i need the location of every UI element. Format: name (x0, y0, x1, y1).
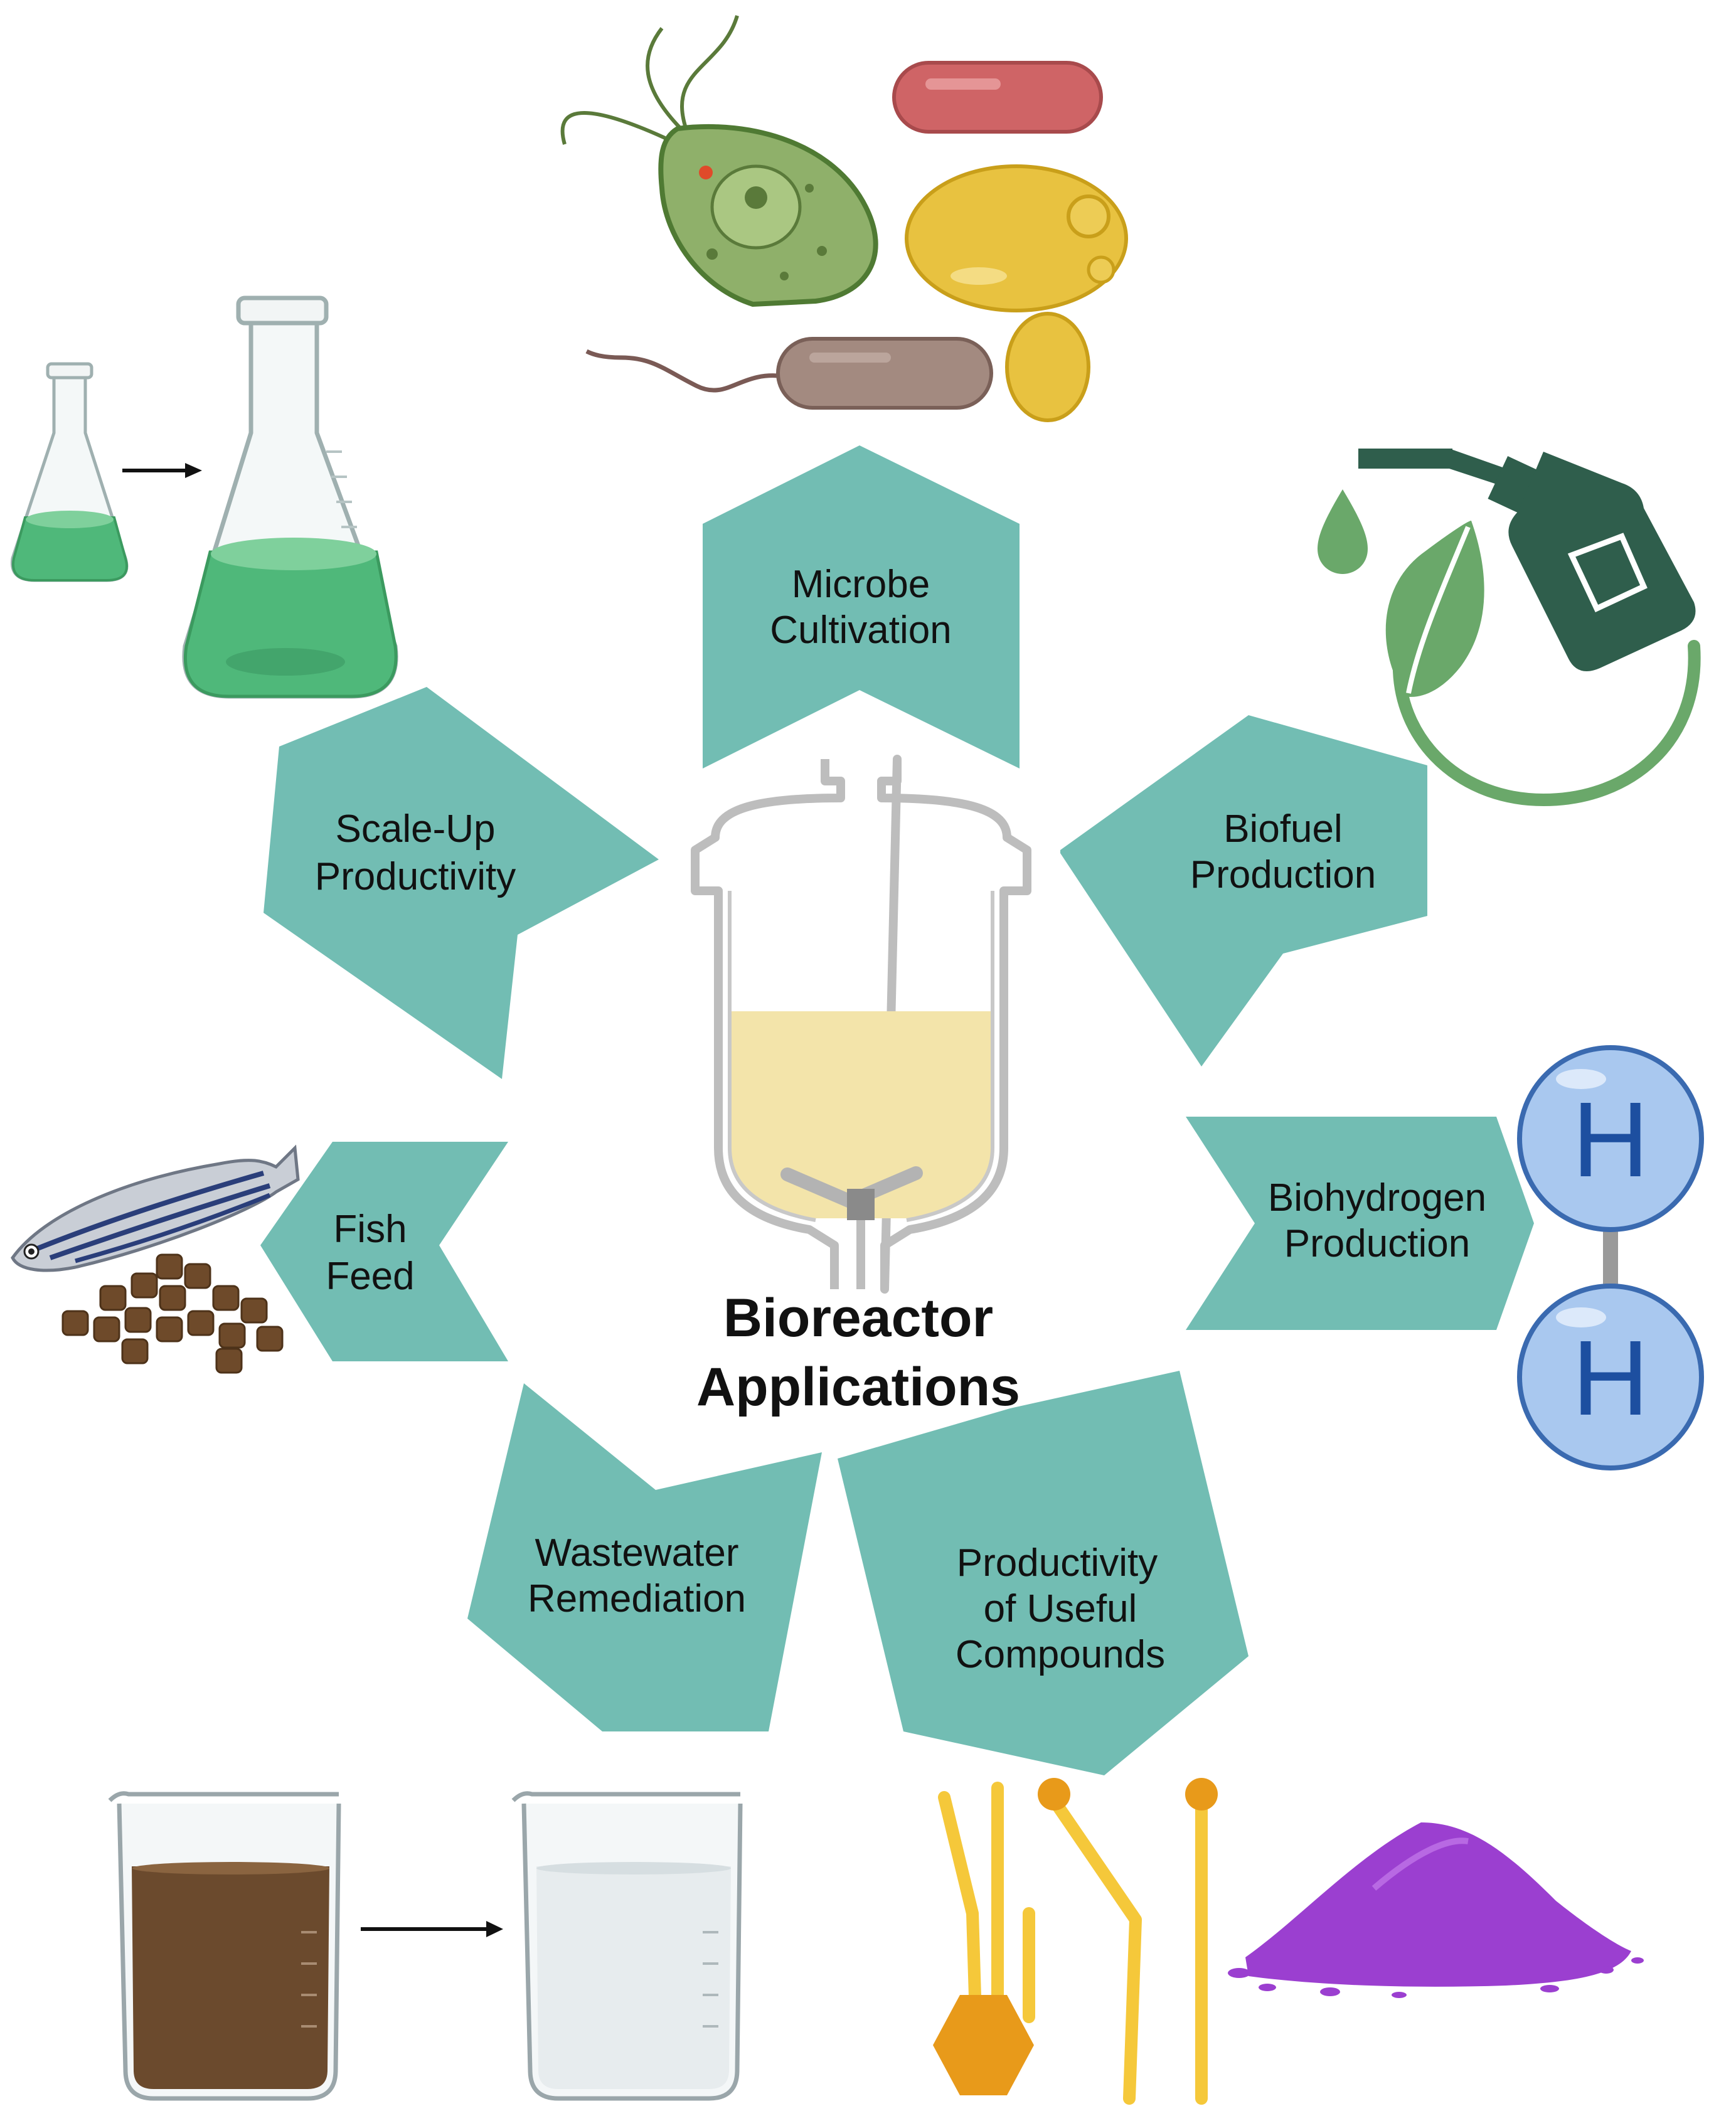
segment-compounds-shape (838, 1371, 1249, 1775)
lipid-head-2 (1185, 1778, 1218, 1811)
segment-microbe-line1: Microbe (792, 563, 930, 606)
segment-scaleup-line1: Scale-Up (336, 807, 496, 851)
yeast-icon (905, 164, 1128, 422)
segment-biofuel: Biofuel Production (1190, 807, 1376, 896)
segment-biofuel-shape (1060, 715, 1427, 1066)
center-title-line1: Bioreactor (723, 1288, 993, 1348)
segment-fishfeed-shape (260, 1142, 508, 1361)
segment-biofuel-line1: Biofuel (1223, 807, 1343, 851)
segment-fishfeed: Fish Feed (326, 1208, 414, 1298)
segment-biohydrogen-shape (1186, 1117, 1534, 1330)
segment-compounds-line1: Productivity (957, 1541, 1158, 1585)
segment-fishfeed-line2: Feed (326, 1255, 414, 1298)
microbes-group (560, 15, 1128, 422)
small-flask-icon (10, 362, 129, 582)
hydrogen-molecule-icon: H H (1517, 1045, 1704, 1470)
segment-wastewater: Wastewater Remediation (528, 1531, 746, 1620)
zebrafish-icon (11, 1144, 300, 1272)
segment-microbe-line2: Cultivation (770, 609, 951, 652)
scale-up-illustration (10, 295, 398, 699)
remediation-arrow-icon (361, 1921, 503, 1937)
wastewater-illustration (108, 1791, 743, 2101)
center-title: Bioreactor Applications (696, 1288, 1020, 1417)
biofuel-illustration (1318, 449, 1701, 807)
segment-compounds: Productivity of Useful Compounds (956, 1541, 1165, 1676)
fuel-drop-icon (1318, 489, 1368, 574)
segment-wastewater-line1: Wastewater (535, 1531, 738, 1575)
lipid-headgroup-hexagon (933, 1995, 1034, 2095)
purple-powder-icon (1228, 1822, 1644, 1998)
segment-biohydrogen: Biohydrogen Production (1268, 1176, 1486, 1265)
scale-arrow-icon (122, 463, 202, 478)
segment-microbe: Microbe Cultivation (770, 563, 951, 652)
red-bacterium-icon (892, 61, 1103, 134)
stirrer-icon (780, 1166, 923, 1289)
segment-wastewater-shape (467, 1383, 822, 1731)
segment-compounds-line2: of Useful (984, 1587, 1137, 1630)
euglena-icon (560, 15, 878, 307)
brown-bacterium-icon (585, 337, 993, 410)
segment-scaleup: Scale-Up Productivity (315, 807, 516, 898)
dirty-beaker-icon (108, 1791, 341, 2101)
segment-compounds-line3: Compounds (956, 1633, 1165, 1676)
hydrogen-atom-bottom-label: H (1572, 1319, 1649, 1438)
lipid-molecules-icon (938, 1782, 1208, 2105)
segment-scaleup-line2: Productivity (315, 855, 516, 898)
hydrogen-atom-top: H (1517, 1045, 1704, 1232)
segment-biohydrogen-line1: Biohydrogen (1268, 1176, 1486, 1220)
segment-biofuel-line2: Production (1190, 853, 1376, 896)
clean-beaker-icon (511, 1791, 743, 2101)
hydrogen-atom-bottom: H (1517, 1284, 1704, 1470)
bioreactor-liquid (730, 1011, 993, 1218)
fish-food-pellets-icon (61, 1253, 284, 1374)
segment-wastewater-line2: Remediation (528, 1577, 746, 1620)
segment-shapes (260, 445, 1534, 1775)
bioreactor-icon (691, 755, 1031, 1294)
segment-fishfeed-line1: Fish (333, 1208, 407, 1251)
fuel-pump-icon (1358, 449, 1696, 671)
lipid-head-1 (1038, 1778, 1070, 1811)
large-flask-icon (182, 295, 398, 699)
compounds-illustration (933, 1778, 1644, 2105)
fish-feed-illustration (11, 1144, 300, 1374)
center-title-line2: Applications (696, 1357, 1020, 1417)
recycle-circle (1393, 640, 1701, 807)
segment-microbe-shape (703, 445, 1020, 768)
segment-biohydrogen-line2: Production (1284, 1222, 1470, 1265)
segment-scaleup-shape (264, 687, 659, 1079)
hydrogen-atom-top-label: H (1572, 1080, 1649, 1199)
